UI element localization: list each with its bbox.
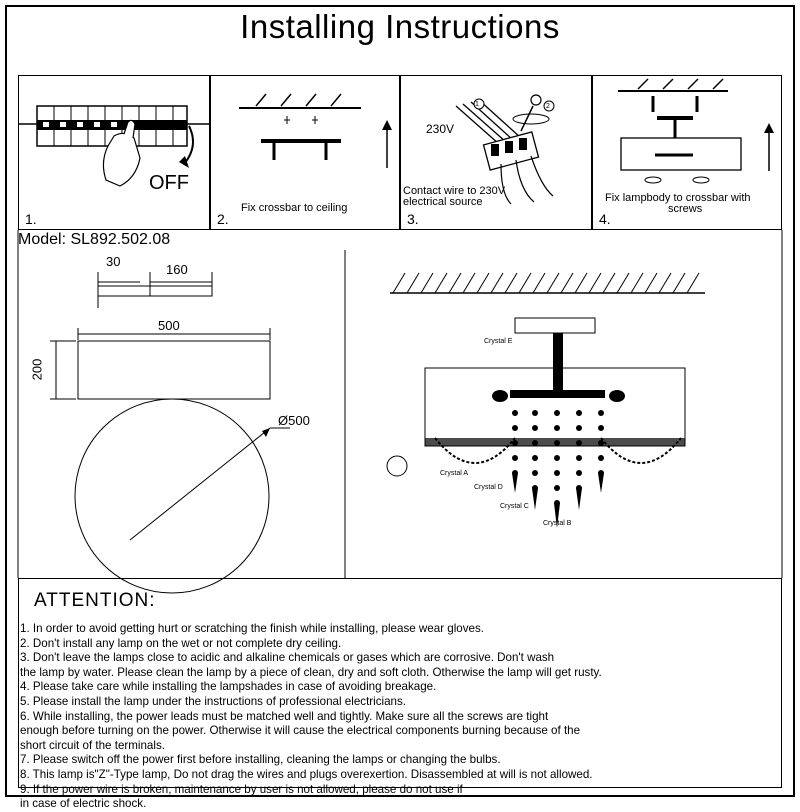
attention-item: enough before turning on the power. Othe… — [20, 724, 581, 738]
model-number: Model: SL892.502.08 — [18, 231, 171, 248]
crystal-c-label: Crystal C — [500, 503, 529, 510]
off-label: OFF — [149, 172, 189, 194]
step-2-panel: Fix crossbar to ceiling 2. — [210, 75, 400, 230]
marker-1: 1 — [475, 101, 479, 108]
dim-top-height: 30 — [106, 254, 121, 269]
crystal-e-label: Crystal E — [484, 338, 513, 345]
attention-item: 5. Please install the lamp under the ins… — [20, 694, 407, 708]
attention-item: the lamp by water. Please clean the lamp… — [20, 665, 602, 679]
attention-item: 7. Please switch off the power first bef… — [20, 753, 501, 767]
attention-item: 8. This lamp is"Z"-Type lamp, Do not dra… — [20, 767, 593, 781]
marker-2: 2 — [546, 103, 550, 110]
step-4-panel: Fix lampbody to crossbar with screws 4. — [592, 75, 782, 230]
wiring-illustration — [455, 94, 555, 205]
attention-item: 4. Please take care while installing the… — [20, 680, 437, 694]
crystal-a-label: Crystal A — [440, 470, 469, 477]
chandelier-drawing — [386, 272, 705, 528]
step-3-caption-line2: electrical source — [403, 196, 483, 208]
step-2-caption: Fix crossbar to ceiling — [241, 202, 348, 214]
step-4-caption-line1: Fix lampbody to crossbar with — [605, 192, 751, 204]
voltage-label: 230V — [426, 122, 455, 136]
step-number: 4. — [599, 211, 611, 227]
dim-top-width: 160 — [166, 262, 188, 277]
attention-item: 1. In order to avoid getting hurt or scr… — [20, 622, 485, 635]
attention-item: in case of electric shock. — [20, 797, 147, 811]
attention-item: 9. If the power wire is broken, maintena… — [20, 782, 463, 796]
step-3-caption-line1: Contact wire to 230V — [403, 185, 506, 197]
attention-item: 2. Don't install any lamp on the wet or … — [20, 636, 342, 650]
attention-item: short circuit of the terminals. — [20, 738, 165, 752]
attention-list: 1. In order to avoid getting hurt or scr… — [20, 622, 780, 812]
page-title: Installing Instructions — [240, 8, 560, 45]
attention-heading: ATTENTION: — [34, 590, 156, 611]
crystal-d-label: Crystal D — [474, 484, 503, 491]
attention-item: 6. While installing, the power leads mus… — [20, 709, 549, 723]
breaker-illustration — [19, 105, 211, 187]
step-4-caption-line2: screws — [668, 203, 703, 215]
step-number: 2. — [217, 211, 229, 227]
crossbar-illustration — [239, 93, 392, 168]
dim-diameter: Ø500 — [278, 413, 310, 428]
dim-body-height: 200 — [29, 358, 45, 381]
dimension-drawings — [50, 272, 290, 594]
page-border — [5, 5, 795, 797]
attention-box — [18, 578, 782, 788]
step-number: 3. — [407, 211, 419, 227]
attention-item: 3. Don't leave the lamps close to acidic… — [20, 651, 555, 665]
step-number: 1. — [25, 211, 37, 227]
step-1-panel: OFF 1. — [18, 75, 211, 230]
dim-body-width: 500 — [158, 318, 180, 333]
lampbody-illustration — [618, 78, 774, 184]
crystal-b-label: Crystal B — [543, 520, 572, 527]
step-3-panel: 1 2 230V Contact wire to 230V electrical… — [400, 75, 592, 230]
